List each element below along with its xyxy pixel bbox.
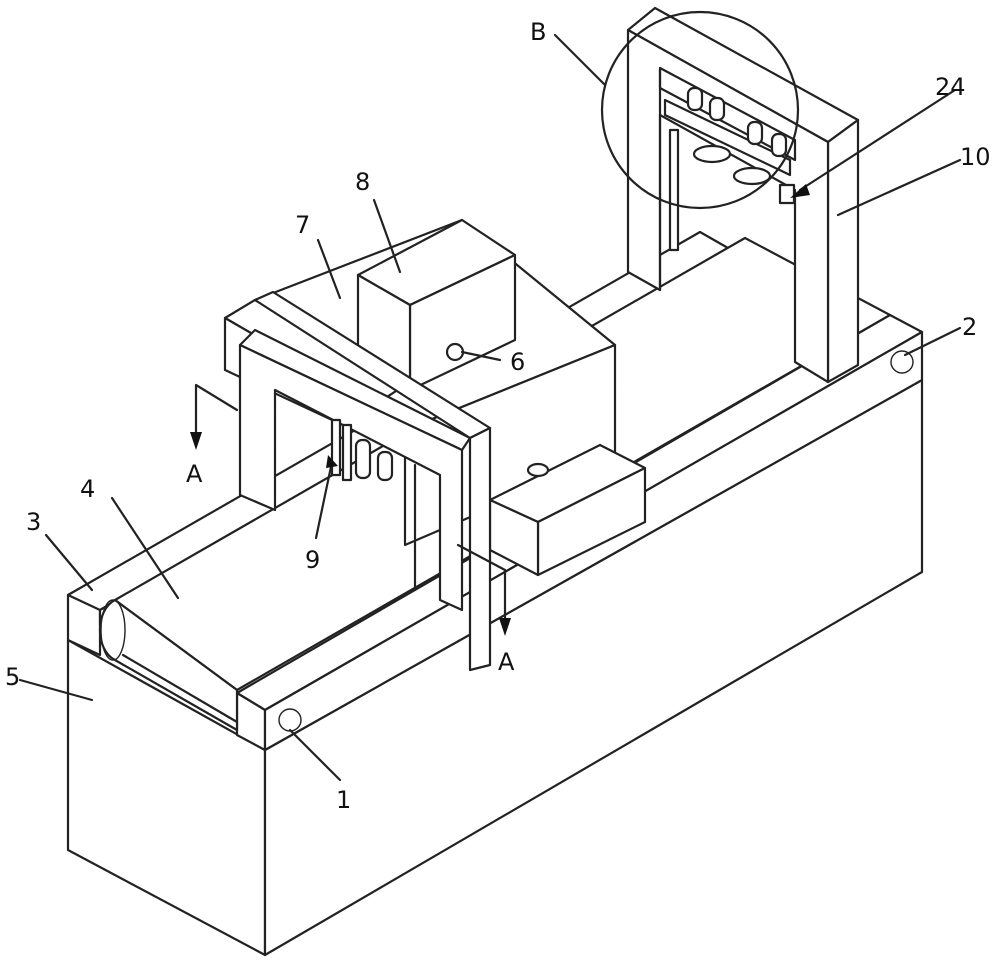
section-marker-right (456, 543, 511, 636)
label-4: 4 (80, 475, 95, 503)
label-1: 1 (336, 786, 351, 814)
label-b: B (530, 18, 546, 46)
label-8: 8 (355, 168, 370, 196)
label-3: 3 (26, 508, 41, 536)
label-9: 9 (305, 546, 320, 574)
side-box (488, 443, 647, 577)
label-a-right: A (498, 648, 515, 676)
front-portal-frame (238, 290, 492, 672)
label-24: 24 (935, 73, 966, 101)
label-6: 6 (510, 348, 525, 376)
rear-portal-frame (600, 6, 860, 384)
label-a-left: A (186, 460, 203, 488)
label-5: 5 (5, 663, 20, 691)
label-10: 10 (960, 143, 991, 171)
section-marker-left (190, 383, 239, 450)
label-7: 7 (295, 211, 310, 239)
leader-lines (18, 33, 962, 782)
label-2: 2 (962, 313, 977, 341)
